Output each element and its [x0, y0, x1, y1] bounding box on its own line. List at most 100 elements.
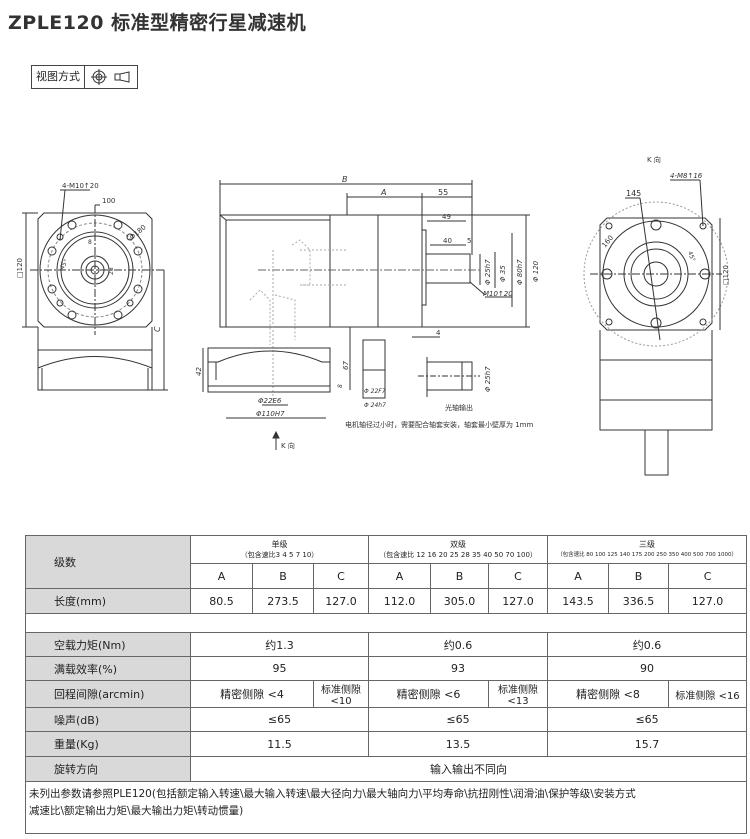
length-value: 80.5: [190, 588, 253, 614]
noise-value: ≤65: [189, 707, 370, 732]
efficiency-value: 90: [547, 656, 748, 681]
length-value: 336.5: [608, 588, 670, 614]
weight-value: 13.5: [368, 731, 549, 757]
dim-phi80: Φ 80h7: [516, 259, 524, 285]
spec-table: 级数 单级（包含速比3 4 5 7 10） 双级（包含速比 12 16 20 2…: [24, 535, 748, 834]
backlash-value: 标准侧隙 <10: [312, 680, 370, 708]
rotation-row: 旋转方向 输入输出不同向: [25, 756, 748, 782]
length-value: 273.5: [252, 588, 314, 614]
no-load-torque-label: 空载力矩(Nm): [25, 632, 191, 657]
right-pcd-label: 145: [626, 189, 641, 198]
weight-row: 重量(Kg) 11.5 13.5 15.7: [25, 731, 748, 757]
group-name: 双级: [450, 539, 467, 549]
no-load-torque-value: 约0.6: [368, 632, 549, 657]
dim-phi24: Φ 24h7: [364, 402, 386, 409]
left-c-dim: C: [153, 326, 162, 332]
spacer-row: [24, 613, 748, 633]
dim-4: 4: [436, 329, 441, 337]
rotation-label: 旋转方向: [25, 756, 191, 782]
group-ratios: （包含速比 12 16 20 25 28 35 40 50 70 100）: [379, 550, 537, 559]
dim-55: 55: [438, 188, 448, 197]
weight-value: 15.7: [547, 731, 748, 757]
note-line: 减速比\额定输出力矩\最大输出力矩\转动惯量): [29, 805, 244, 817]
view-mode-label: 视图方式: [32, 66, 85, 88]
length-value: 127.0: [668, 588, 748, 614]
length-value: 305.0: [430, 588, 490, 614]
length-value: 112.0: [368, 588, 432, 614]
backlash-value: 标准侧隙 <16: [668, 680, 748, 708]
left-key-width: 8: [88, 239, 92, 246]
length-label: 长度(mm): [25, 588, 191, 614]
dim-phi25: Φ 25h7: [484, 259, 492, 285]
rotation-value: 输入输出不同向: [189, 756, 748, 782]
note-line: 未列出参数请参照PLE120(包括额定输入转速\最大输入转速\最大径向力\最大轴…: [29, 788, 636, 800]
group-single: 单级（包含速比3 4 5 7 10）: [189, 535, 370, 564]
sub-header: B: [252, 563, 314, 589]
dim-40: 40: [443, 237, 452, 245]
left-key-height: 28: [108, 267, 115, 275]
page-title: ZPLE120 标准型精密行星减速机: [8, 12, 307, 34]
no-load-torque-value: 约0.6: [547, 632, 748, 657]
backlash-value: 精密侧隙 <8: [547, 680, 670, 708]
spec-note: 未列出参数请参照PLE120(包括额定输入转速\最大输入转速\最大径向力\最大轴…: [24, 781, 748, 834]
sub-header: C: [488, 563, 549, 589]
backlash-value: 精密侧隙 <6: [368, 680, 490, 708]
length-value: 127.0: [312, 588, 370, 614]
sleeve-note: 电机轴径过小时，需要配合轴套安装，轴套最小壁厚为 1mm: [345, 420, 533, 429]
dim-5: 5: [467, 237, 471, 245]
sub-header: A: [190, 563, 253, 589]
technical-drawing: 4-M10↑20 100 Φ180 □120 45° 8 28 C B A 55…: [16, 155, 730, 476]
side-view: B A 55 49 40 5 4 Φ 25h7 Φ 35 Φ 80h7 Φ 12…: [195, 175, 540, 450]
left-square-label: □120: [16, 258, 24, 278]
no-load-torque-value: 约1.3: [189, 632, 370, 657]
noise-row: 噪声(dB) ≤65 ≤65 ≤65: [25, 707, 748, 732]
dim-phi25-plain: Φ 25h7: [484, 366, 492, 392]
group-ratios: （包含速比3 4 5 7 10）: [240, 550, 319, 559]
bolt-holes: [47, 220, 143, 320]
right-k-direction: K 向: [647, 155, 661, 164]
left-pcd-label: 100: [102, 197, 115, 205]
dim-42: 42: [195, 367, 203, 376]
right-dia-label: 160: [600, 234, 615, 249]
right-angle-label: 45°: [686, 250, 696, 262]
backlash-value: 精密侧隙 <4: [190, 680, 314, 708]
group-name: 三级: [639, 539, 656, 549]
right-square-label: □120: [722, 265, 730, 285]
no-load-torque-row: 空载力矩(Nm) 约1.3 约0.6 约0.6: [25, 632, 748, 657]
backlash-row: 回程间隙(arcmin) 精密侧隙 <4 标准侧隙 <10 精密侧隙 <6 标准…: [25, 680, 748, 708]
k-direction-label: K 向: [281, 441, 295, 450]
dim-phi22f7: Φ 22F7: [364, 388, 386, 395]
plain-shaft-label: 光轴输出: [445, 403, 473, 412]
group-name: 单级: [271, 539, 288, 549]
dim-phi110: Φ110H7: [256, 410, 285, 418]
dim-8: 8: [337, 384, 344, 388]
group-ratios: （包含速比 80 100 125 140 175 200 250 350 400…: [557, 551, 738, 558]
dim-phi120: Φ 120: [532, 260, 540, 282]
weight-value: 11.5: [189, 731, 370, 757]
weight-label: 重量(Kg): [25, 731, 191, 757]
efficiency-row: 满载效率(%) 95 93 90: [25, 656, 748, 681]
right-holes-label: 4-M8↑16: [670, 172, 703, 180]
group-triple: 三级 （包含速比 80 100 125 140 175 200 250 350 4…: [547, 535, 748, 564]
sub-header: A: [547, 563, 610, 589]
backlash-value: 标准侧隙 <13: [488, 680, 549, 708]
efficiency-value: 95: [189, 656, 370, 681]
group-double: 双级（包含速比 12 16 20 25 28 35 40 50 70 100）: [368, 535, 549, 564]
noise-label: 噪声(dB): [25, 707, 191, 732]
sub-header: C: [668, 563, 748, 589]
sub-header: A: [368, 563, 432, 589]
dim-phi22: Φ22E6: [258, 397, 282, 405]
dim-b: B: [342, 175, 348, 184]
left-dia-label: Φ180: [128, 223, 148, 241]
dim-49: 49: [442, 213, 451, 221]
left-view: 4-M10↑20 100 Φ180 □120 45° 8 28 C: [16, 182, 168, 391]
dim-phi35: Φ 35: [499, 265, 507, 282]
sub-header: B: [430, 563, 490, 589]
efficiency-value: 93: [368, 656, 549, 681]
efficiency-label: 满载效率(%): [25, 656, 191, 681]
dim-a: A: [380, 188, 386, 197]
spacer-cell: [24, 613, 748, 633]
length-value: 127.0: [488, 588, 549, 614]
thread-label: M10↑20: [483, 290, 513, 298]
